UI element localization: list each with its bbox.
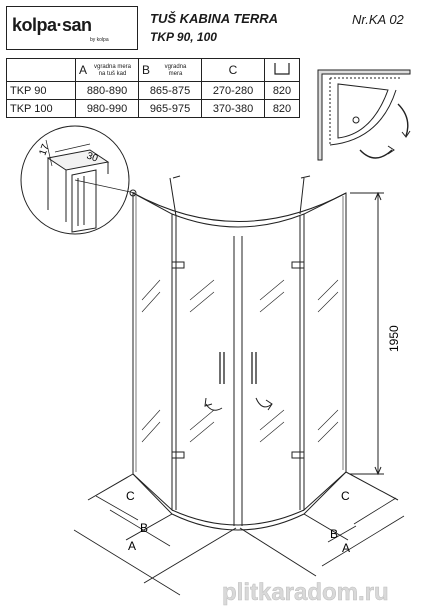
document-code: Nr.KA 02	[352, 12, 404, 27]
brand-logo-subtitle: by kolpa	[90, 37, 109, 43]
profile-width-label: 30	[85, 150, 100, 164]
header-b-letter: B	[142, 62, 151, 77]
dim-label-c-right: C	[341, 489, 350, 503]
header-a-letter: A	[79, 62, 88, 77]
brand-block	[6, 6, 138, 50]
dim-label-a-left: A	[128, 539, 136, 553]
plan-view	[317, 69, 411, 161]
row-model: TKP 90	[6, 81, 76, 100]
profile-depth-label: 17	[37, 142, 51, 157]
header-c: C	[201, 58, 265, 82]
dim-label-b-left: B	[140, 521, 148, 535]
row-c: 370-380	[201, 99, 265, 118]
height-dimension	[350, 191, 384, 476]
header-a-sub: vgradna mera na tuš kad	[93, 63, 132, 77]
table-row: TKP 100 980-990 965-975 370-380 820	[6, 99, 300, 118]
base-dimensions-right	[239, 471, 405, 577]
height-label: 1950	[387, 325, 401, 352]
product-title: TUŠ KABINA TERRA	[150, 11, 279, 26]
row-height: 820	[264, 81, 300, 100]
base-dimensions-left	[73, 473, 237, 596]
row-a: 980-990	[75, 99, 139, 118]
dim-label-a-right: A	[342, 541, 350, 555]
enclosure-drawing	[129, 175, 347, 531]
product-models: TKP 90, 100	[150, 30, 217, 44]
header-b-sub: vgradna mera	[164, 63, 187, 77]
row-height: 820	[264, 99, 300, 118]
header-c-letter: C	[228, 63, 238, 77]
dimension-table: A vgradna mera na tuš kad B vgradna mera…	[6, 58, 300, 118]
header-model	[6, 58, 76, 82]
height-icon	[274, 62, 290, 75]
profile-detail	[20, 125, 136, 235]
dim-label-c-left: C	[126, 489, 135, 503]
dim-label-b-right: B	[330, 527, 338, 541]
watermark: plitkaradom.ru	[222, 579, 389, 606]
header-b: B vgradna mera	[138, 58, 202, 82]
row-model: TKP 100	[6, 99, 76, 118]
brand-logo: kolpa·san	[12, 15, 92, 35]
row-b: 965-975	[138, 99, 202, 118]
row-b: 865-875	[138, 81, 202, 100]
